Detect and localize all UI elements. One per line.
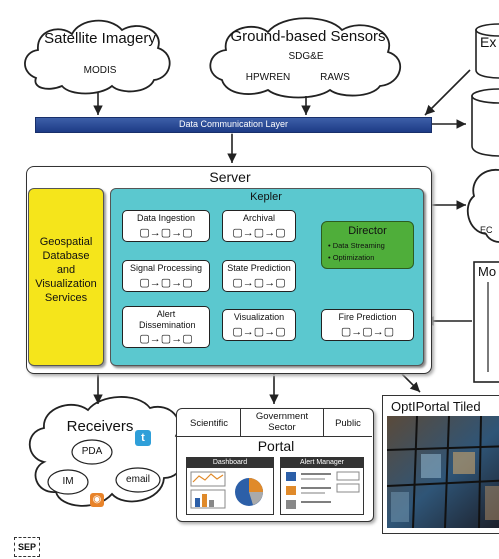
ground-item-raws: RAWS (320, 72, 350, 83)
actor-archival: Archival ▢→▢→▢ (222, 210, 296, 242)
actor-state-prediction: State Prediction ▢→▢→▢ (222, 260, 296, 292)
portal-tab-scientific[interactable]: Scientific (189, 418, 228, 429)
ground-sensors-cloud (209, 17, 402, 99)
actor-label: Data Ingestion (136, 213, 196, 223)
pda-bubble (71, 439, 113, 465)
server-title: Server (209, 169, 251, 185)
receiver-item-email: email (126, 474, 150, 485)
im-bubble (47, 469, 89, 495)
ground-title: Ground-based Sensors (230, 28, 386, 45)
email-bubble (115, 467, 161, 493)
portal-title: Portal (257, 438, 295, 454)
director-box: Director • Data Streaming • Optimization (321, 221, 414, 269)
right-box-text-partial: Mo (478, 264, 497, 279)
ground-item-sdge: SDG&E (288, 51, 324, 62)
actor-chain-icon: ▢→▢→▢ (340, 326, 395, 338)
external-label-partial: Ex (480, 34, 497, 50)
tiled-display-image (387, 416, 499, 528)
data-layer-label: Data Communication Layer (178, 119, 289, 129)
satellite-item-modis: MODIS (83, 65, 117, 76)
rss-icon: ◉ (90, 493, 104, 507)
footer-sep-mark: SEP (14, 537, 40, 557)
director-item-label: Data Streaming (332, 241, 385, 250)
arrow-db-to-layer (424, 69, 471, 116)
database-cylinder-top (475, 23, 499, 79)
geospatial-label: Geospatial Database and Visualization Se… (35, 236, 97, 304)
kepler-title: Kepler (250, 191, 282, 203)
dashboard-panel-title: Dashboard (187, 458, 273, 468)
satellite-title: Satellite Imagery (44, 30, 156, 47)
data-communication-layer: Data Communication Layer (35, 117, 432, 133)
receivers-title: Receivers (66, 418, 134, 435)
ground-item-hpwren: HPWREN (245, 72, 291, 83)
alert-manager-panel[interactable]: Alert Manager (280, 457, 364, 515)
satellite-cloud (24, 19, 171, 95)
actor-chain-icon: ▢→▢→▢ (139, 333, 193, 345)
optiportal-title: OptIPortal Tiled (391, 399, 481, 414)
director-item-optimization: • Optimization (328, 253, 375, 262)
receiver-item-im: IM (62, 476, 74, 487)
alert-list-icon (286, 471, 360, 509)
actor-chain-icon: ▢→▢→▢ (139, 277, 193, 289)
alert-manager-panel-title: Alert Manager (281, 458, 363, 468)
twitter-icon: t (135, 430, 151, 446)
dashboard-widgets-icon (190, 471, 263, 509)
portal-tab-public[interactable]: Public (335, 418, 361, 429)
director-item-streaming: • Data Streaming (328, 241, 385, 250)
actor-chain-icon: ▢→▢→▢ (232, 326, 286, 338)
actor-chain-icon: ▢→▢→▢ (232, 227, 286, 239)
portal-tab-divider (323, 408, 325, 436)
actor-label: State Prediction (227, 263, 291, 273)
actor-signal-processing: Signal Processing ▢→▢→▢ (122, 260, 210, 292)
dashboard-panel[interactable]: Dashboard (186, 457, 274, 515)
actor-data-ingestion: Data Ingestion ▢→▢→▢ (122, 210, 210, 242)
right-box-partial (473, 261, 499, 383)
actor-label: Fire Prediction (338, 312, 397, 322)
right-cloud-text-partial: EC (480, 225, 493, 235)
arrow-server-optiportal (401, 373, 421, 393)
portal-tab-divider (240, 408, 242, 436)
portal-tab-government[interactable]: Government Sector (255, 411, 309, 433)
receiver-item-pda: PDA (81, 446, 103, 457)
database-cylinder-mid (471, 88, 499, 157)
actor-visualization: Visualization ▢→▢→▢ (222, 309, 296, 341)
actor-chain-icon: ▢→▢→▢ (232, 277, 286, 289)
right-cloud-partial (466, 169, 499, 243)
actor-label: Alert Dissemination (139, 309, 196, 330)
director-item-label: Optimization (332, 253, 375, 262)
actor-label: Visualization (233, 312, 285, 322)
actor-fire-prediction: Fire Prediction ▢→▢→▢ (321, 309, 414, 341)
optiportal-box: OptIPortal Tiled (382, 395, 499, 534)
geospatial-services-box: Geospatial Database and Visualization Se… (28, 188, 104, 366)
actor-label: Archival (242, 213, 275, 223)
director-title: Director (348, 225, 387, 237)
actor-alert-dissemination: Alert Dissemination ▢→▢→▢ (122, 306, 210, 348)
actor-label: Signal Processing (129, 263, 203, 273)
actor-chain-icon: ▢→▢→▢ (139, 227, 193, 239)
portal-tab-row (176, 408, 372, 437)
